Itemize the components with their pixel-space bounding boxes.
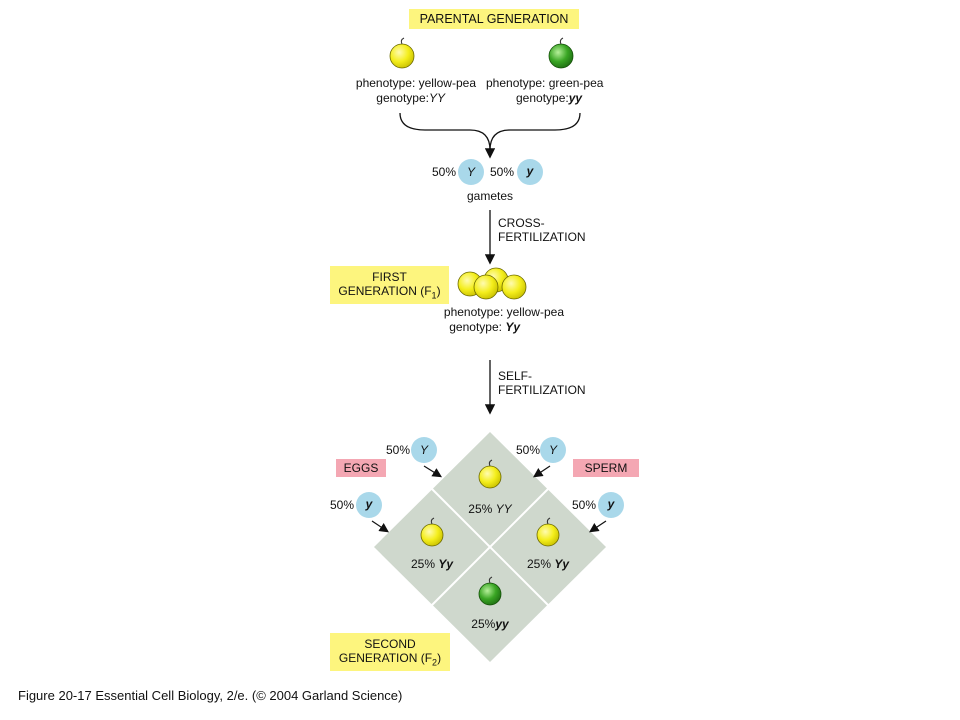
egg-top-allele: Y <box>419 443 428 457</box>
egg-bottom-allele: y <box>365 497 373 511</box>
egg-circle-y <box>356 492 382 518</box>
parent-right-genotype: genotype:yy <box>516 91 583 105</box>
sperm-top-allele: Y <box>548 443 557 457</box>
gamete-allele-y: y <box>526 164 534 178</box>
gamete-circle-y <box>517 159 543 185</box>
sperm-bottom-pct: 50% <box>571 498 596 512</box>
sperm-circle-y <box>598 492 624 518</box>
cell-left-label: 25% Yy <box>410 557 454 571</box>
arrow-sperm-y <box>589 520 607 533</box>
pea-yellow-parent <box>389 37 415 69</box>
figure-caption: Figure 20-17 Essential Cell Biology, 2/e… <box>18 688 403 703</box>
pea-cell-left <box>420 517 444 547</box>
arrow-sperm-Y <box>533 465 551 478</box>
parent-right-phenotype: phenotype: green-pea <box>486 76 604 90</box>
parent-left-genotype: genotype:YY <box>376 91 445 105</box>
pea-cell-bottom <box>478 576 502 606</box>
parental-generation-label: PARENTAL GENERATION <box>409 9 579 29</box>
cross-fertilization-label: CROSS-FERTILIZATION <box>498 216 586 244</box>
pea-cluster-f1 <box>457 267 527 300</box>
arrow-egg-y <box>371 520 389 533</box>
sperm-top-pct: 50% <box>515 443 540 457</box>
gamete-circle-Y <box>458 159 484 185</box>
gamete-pct-y: 50% <box>490 165 515 179</box>
gametes-label: gametes <box>466 189 514 203</box>
sperm-circle-Y <box>540 437 566 463</box>
cell-right-label: 25% Yy <box>526 557 570 571</box>
cross-brace <box>399 112 581 151</box>
cell-top-label: 25% YY <box>468 502 512 516</box>
punnett-square <box>374 432 606 662</box>
parent-left-phenotype: phenotype: yellow-pea <box>355 76 476 90</box>
egg-bottom-pct: 50% <box>329 498 354 512</box>
pea-cell-top <box>478 459 502 489</box>
sperm-bottom-allele: y <box>607 497 615 511</box>
egg-circle-Y <box>411 437 437 463</box>
arrow-egg-Y <box>423 465 443 478</box>
sperm-label: SPERM <box>573 459 639 477</box>
self-fertilization-label: SELF-FERTILIZATION <box>498 369 586 397</box>
first-generation-label: FIRST GENERATION (F1) <box>330 266 449 304</box>
pea-cell-right <box>536 517 560 547</box>
cell-bottom-label: 25%yy <box>471 617 509 631</box>
second-generation-label: SECOND GENERATION (F2) <box>330 633 450 671</box>
f1-phenotype: phenotype: yellow-pea <box>443 305 564 319</box>
f1-genotype: genotype: Yy <box>449 320 520 334</box>
pea-green-parent <box>548 37 574 69</box>
gamete-allele-Y: Y <box>466 165 475 179</box>
gamete-pct-Y: 50% <box>431 165 456 179</box>
egg-top-pct: 50% <box>385 443 410 457</box>
eggs-label: EGGS <box>336 459 386 477</box>
